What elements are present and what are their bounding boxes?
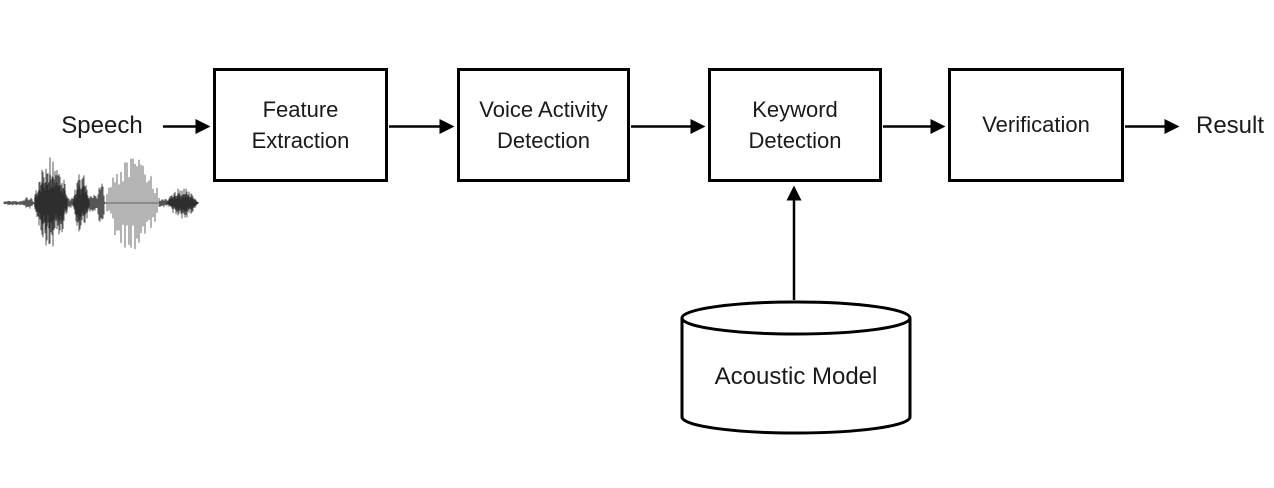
box-keyword-detection-label: Keyword Detection bbox=[748, 96, 842, 153]
result-output-label: Result bbox=[1195, 112, 1265, 139]
box-keyword-detection: Keyword Detection bbox=[708, 68, 882, 182]
box-voice-activity-detection-label: Voice Activity Detection bbox=[479, 96, 608, 153]
acoustic-model-label: Acoustic Model bbox=[714, 363, 878, 390]
speech-waveform-graphic bbox=[3, 157, 199, 250]
box-verification-label: Verification bbox=[982, 112, 1090, 138]
acoustic-model-cylinder bbox=[680, 300, 912, 435]
box-feature-extraction-label: Feature Extraction bbox=[251, 96, 350, 153]
speech-input-label: Speech bbox=[61, 112, 143, 139]
box-verification: Verification bbox=[948, 68, 1124, 182]
box-feature-extraction: Feature Extraction bbox=[213, 68, 388, 182]
box-voice-activity-detection: Voice Activity Detection bbox=[457, 68, 630, 182]
